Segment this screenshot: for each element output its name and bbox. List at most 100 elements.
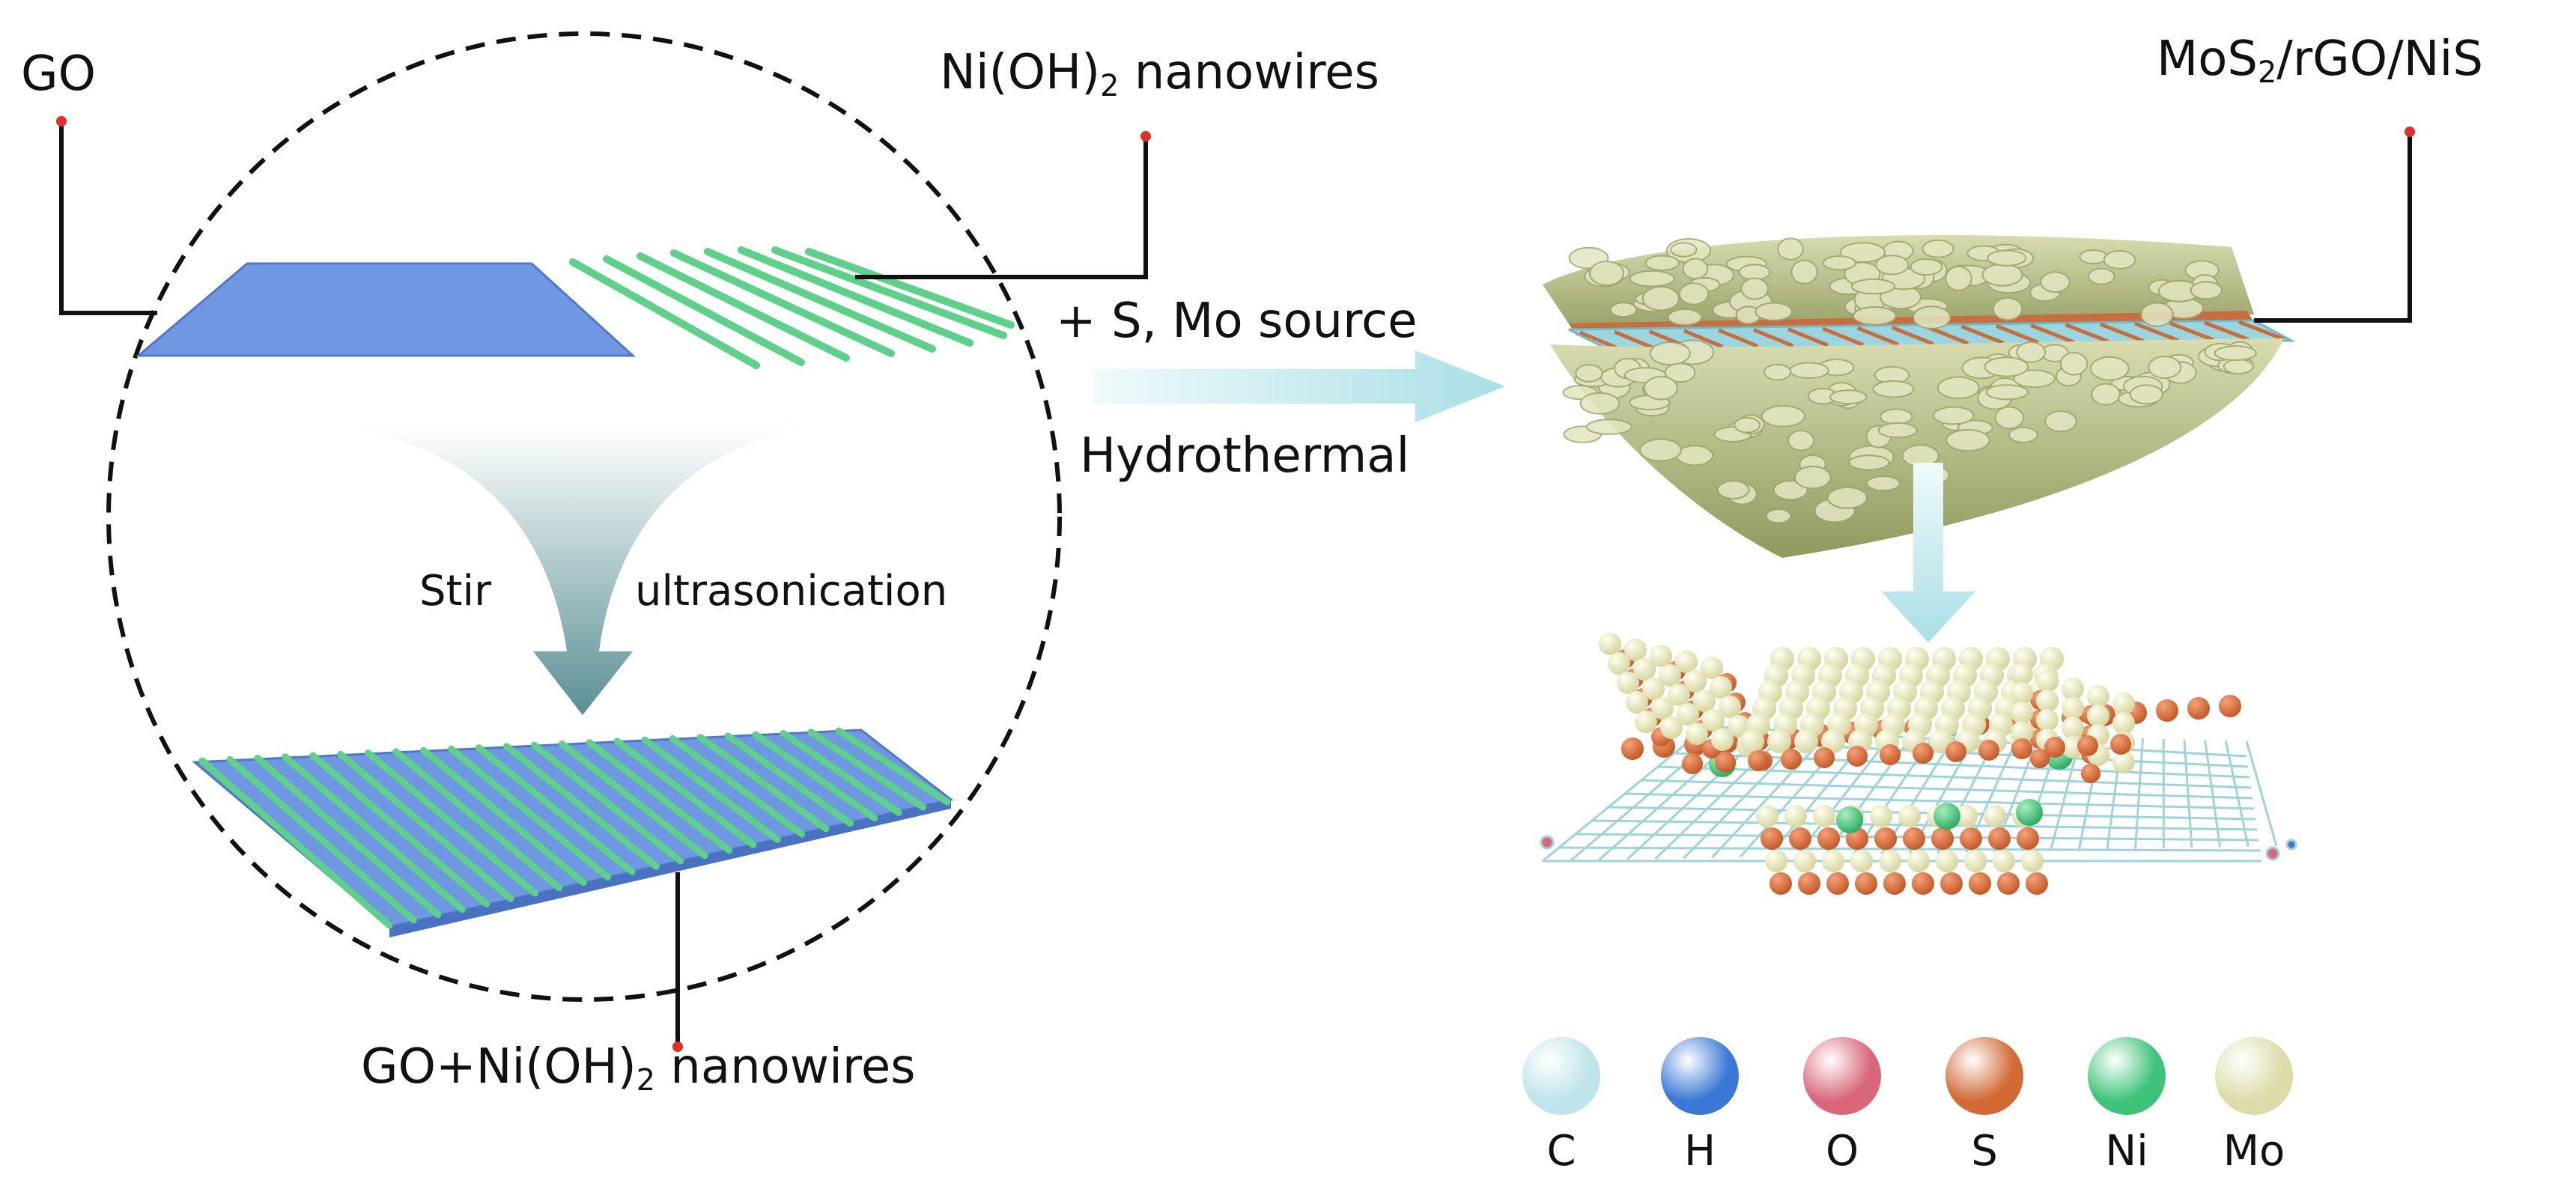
label-composite-sub: 2 bbox=[636, 1062, 655, 1098]
ni-atom bbox=[1933, 803, 1960, 830]
s-atom bbox=[1913, 743, 1933, 764]
mo-atom bbox=[1617, 672, 1639, 694]
composite-nanowire bbox=[586, 739, 732, 854]
mos2-petal bbox=[1922, 239, 1954, 258]
mos2-petal bbox=[1738, 264, 1771, 281]
mos2-petal bbox=[1670, 242, 1698, 258]
mos2-petal bbox=[2059, 352, 2089, 376]
s-atom bbox=[2187, 697, 2210, 720]
rgo-nanowire bbox=[1579, 330, 1618, 350]
hydrothermal-arrow bbox=[1093, 350, 1505, 422]
composite-nanowire bbox=[807, 729, 927, 811]
mo-atom bbox=[1719, 696, 1741, 718]
mos2-petal bbox=[1793, 465, 1832, 490]
mo-atom bbox=[1993, 850, 2015, 872]
mos2-petal bbox=[1994, 406, 2024, 430]
mo-atom bbox=[1870, 805, 1892, 827]
legend-label-mo: Mo bbox=[2223, 1127, 2285, 1176]
composite-nanowire bbox=[337, 750, 514, 902]
mos2-petal bbox=[1734, 416, 1761, 434]
composite-nanowire bbox=[282, 753, 466, 913]
atomic-model bbox=[1540, 633, 2297, 895]
composite-nanowire bbox=[365, 749, 538, 897]
graphene-bond bbox=[1542, 725, 1708, 863]
s-atom bbox=[1817, 827, 1840, 850]
go-pointer-line bbox=[59, 121, 157, 315]
mixing-circle bbox=[106, 31, 1062, 1002]
mos2-petal bbox=[2148, 355, 2182, 380]
mo-atom bbox=[1626, 691, 1648, 714]
mo-atom bbox=[2087, 685, 2109, 708]
mos2-petal bbox=[1765, 508, 1792, 524]
s-atom bbox=[2030, 749, 2050, 768]
graphene-bond bbox=[2245, 741, 2278, 847]
mo-atom bbox=[1898, 805, 1921, 827]
label-product-sub: 2 bbox=[2258, 55, 2277, 90]
s-atom bbox=[1682, 753, 1703, 774]
mos2-petal bbox=[1764, 363, 1792, 381]
label-product: MoS2/rGO/NiS bbox=[2157, 31, 2483, 90]
s-atom bbox=[2219, 695, 2241, 717]
mos2-petal bbox=[1877, 422, 1918, 439]
mo-atom bbox=[2062, 697, 2084, 720]
mo-atom bbox=[1794, 729, 1818, 753]
s-atom bbox=[1847, 746, 1868, 767]
s-atom bbox=[2026, 872, 2048, 895]
s-atom bbox=[1715, 752, 1736, 773]
mos2-petal bbox=[1777, 237, 1804, 261]
mo-atom bbox=[1635, 711, 1657, 733]
mos2-petal bbox=[1588, 261, 1625, 286]
s-atom bbox=[2081, 764, 2100, 783]
mo-atom bbox=[1793, 850, 1816, 872]
composite-nanowire bbox=[696, 734, 830, 833]
mo-atom bbox=[1624, 639, 1647, 661]
rgo-nanowire bbox=[1822, 326, 1864, 347]
mos2-petal bbox=[1865, 475, 1901, 492]
mo-atom bbox=[2112, 751, 2135, 773]
mo-atom bbox=[1693, 690, 1716, 712]
mo-atom bbox=[1660, 717, 1683, 739]
s-atom bbox=[1945, 741, 1966, 762]
composite-nanowire bbox=[198, 757, 393, 929]
mo-atom bbox=[2036, 709, 2059, 732]
graphene-bond bbox=[1654, 727, 1791, 860]
label-product-suffix: /rGO/NiS bbox=[2276, 31, 2483, 87]
s-atom bbox=[1748, 750, 1769, 771]
mos2-petal bbox=[1872, 380, 1915, 398]
s-atom bbox=[1826, 872, 1849, 895]
mos2-petal bbox=[1682, 258, 1709, 280]
mo-atom bbox=[1668, 684, 1690, 706]
mo-atom bbox=[1955, 805, 1978, 827]
mos2-petal bbox=[2016, 341, 2047, 363]
go-nanowire-composite bbox=[192, 727, 954, 937]
mo-atom bbox=[2011, 702, 2033, 724]
s-atom bbox=[1798, 872, 1820, 895]
mos2-petal bbox=[2013, 369, 2056, 389]
label-nioh2-sub: 2 bbox=[1100, 68, 1120, 103]
label-go: GO bbox=[21, 46, 96, 102]
mos2-petal bbox=[1880, 408, 1913, 425]
s-atom bbox=[1988, 827, 2011, 850]
composite-nanowire bbox=[476, 744, 636, 875]
mo-atom bbox=[2112, 712, 2135, 735]
mo-atom bbox=[1686, 723, 1708, 745]
mos2-petal bbox=[1676, 445, 1714, 466]
legend-item-c: C bbox=[1520, 1037, 1603, 1176]
s-atom bbox=[1781, 749, 1802, 770]
mos2-petal bbox=[1787, 430, 1815, 451]
s-atom bbox=[1997, 872, 2020, 895]
product-pointer-line bbox=[2254, 132, 2412, 323]
ni-atom bbox=[2016, 799, 2043, 826]
mos2-petal bbox=[2040, 271, 2071, 294]
composite-nanowire bbox=[420, 746, 587, 887]
s-atom bbox=[1940, 872, 1963, 895]
mos2-petal bbox=[1853, 305, 1897, 326]
s-atom bbox=[1855, 872, 1877, 895]
composite-nanowire bbox=[309, 752, 490, 907]
mo-atom bbox=[2087, 705, 2109, 727]
mos2-petal bbox=[1579, 392, 1620, 415]
mo-atom bbox=[1608, 652, 1630, 675]
mo-atom bbox=[1728, 715, 1750, 738]
label-nioh2-nanowires: Ni(OH)2 nanowires bbox=[940, 45, 1379, 103]
mo-atom bbox=[1702, 709, 1725, 732]
